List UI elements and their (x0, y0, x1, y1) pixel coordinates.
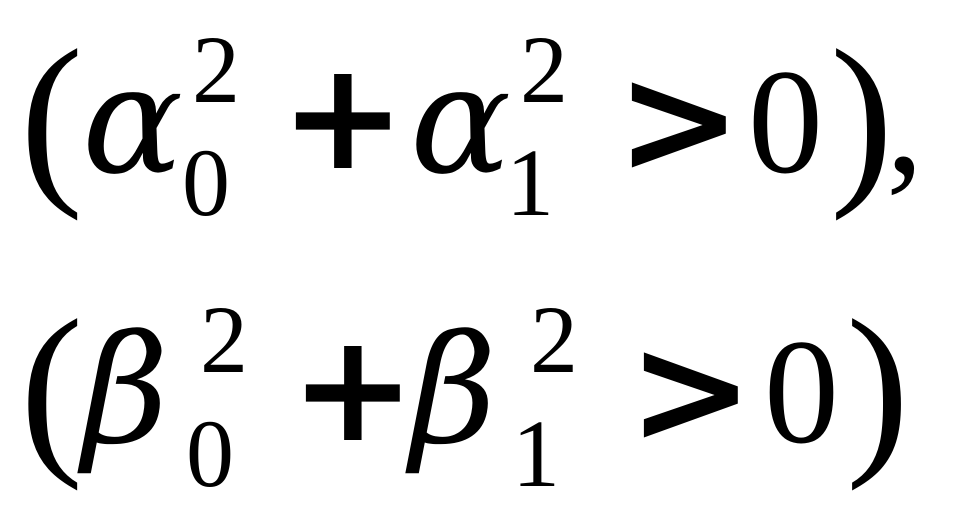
close-paren: ) (846, 282, 909, 492)
formula-line-beta: ( β 2 0 + β 2 1 > 0 ) (20, 282, 909, 507)
superscript: 2 (520, 16, 568, 123)
alpha-symbol: α (410, 34, 511, 208)
close-paren: ) (830, 12, 893, 222)
plus-operator: + (290, 302, 416, 476)
zero-value: 0 (764, 309, 839, 475)
subscript: 0 (186, 400, 234, 507)
subscript: 1 (512, 400, 560, 507)
comma: , (886, 39, 924, 205)
superscript: 2 (192, 16, 240, 123)
superscript: 2 (200, 286, 248, 393)
plus-operator: + (280, 30, 406, 204)
superscript: 2 (530, 286, 578, 393)
greater-than-operator: > (616, 34, 742, 208)
open-paren: ( (20, 12, 83, 222)
subscript: 0 (182, 129, 230, 236)
formula-line-alpha: ( α 2 0 + α 2 1 > 0 ) , (20, 12, 924, 236)
beta-symbol: β (77, 304, 169, 478)
open-paren: ( (20, 282, 83, 492)
zero-value: 0 (748, 39, 823, 205)
subscript: 1 (506, 129, 554, 236)
greater-than-operator: > (628, 304, 754, 478)
alpha-symbol: α (82, 34, 183, 208)
beta-symbol: β (405, 304, 497, 478)
